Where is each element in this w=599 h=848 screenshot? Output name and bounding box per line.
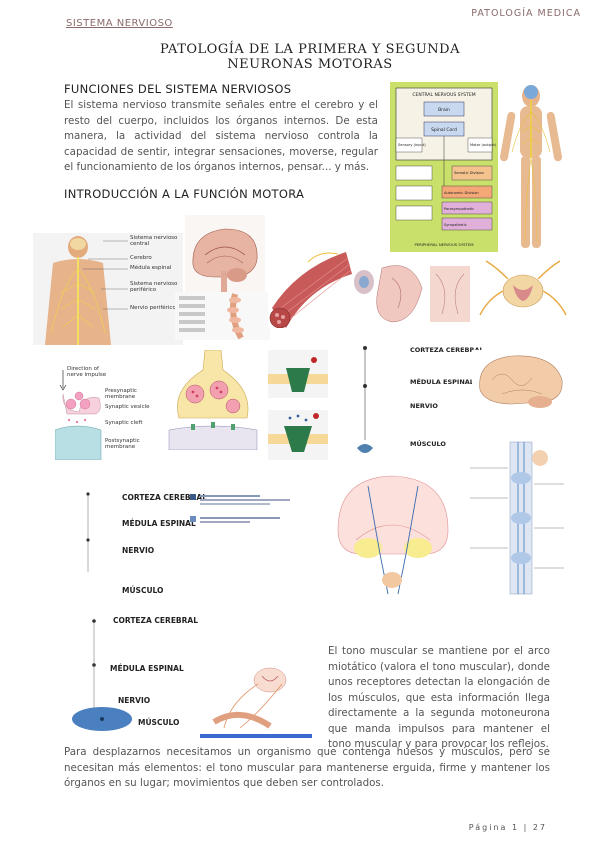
cns-brain: Brain [438,107,450,113]
page-title: PATOLOGÍA DE LA PRIMERA Y SEGUNDA NEURON… [159,42,460,72]
pathway-legend [190,494,290,523]
body-label-snc: Sistema nervioso central [130,235,178,247]
synapse-label-direction: Direction of nerve impulse [67,366,107,378]
body-label-medula: Médula espinal [130,265,172,271]
motor-pathway-brain-figure [328,470,458,595]
pathway3-nervio: NERVIO [118,696,151,705]
reflex-arc-figure [200,662,312,738]
pathway2-musculo: MÚSCULO [122,586,164,595]
cns-somatic: Somatic Division [454,171,484,175]
section-text-funciones: El sistema nervioso transmite señales en… [64,99,378,173]
page-number: Página 1 | 27 [468,823,547,832]
synapse-label-postsynaptic: Postsynaptic membrane [105,438,140,450]
human-nervous-figure [500,85,562,248]
spinal-tracts-figure [460,438,570,598]
pns-label: PERIPHERAL NERVOUS SYSTEM [414,242,473,247]
pathway2-nervio: NERVIO [122,546,155,555]
cns-sympathetic: Sympathetic [444,223,467,227]
muscle-fiber-figure [268,248,352,328]
pathway1-musculo: MÚSCULO [410,440,446,448]
final-paragraph: Para desplazarnos necesitamos un organis… [64,746,550,789]
synapse-label-presynaptic: Presynaptic membrane [105,388,137,400]
pathway3-diagram [92,619,96,715]
brain-coronal-figure [352,258,472,326]
header-subject: PATOLOGÍA MEDICA [471,8,581,19]
brain-lateral-figure [472,350,572,416]
cns-diagram: CENTRAL NERVOUS SYSTEM Brain Spinal Cord… [390,82,498,252]
muscle-ellipse-figure [72,707,132,731]
cns-parasym: Parasympathetic [444,207,474,211]
section-heading-introduccion: INTRODUCCIÓN A LA FUNCIÓN MOTORA [64,187,305,201]
cns-sensory: Sensory (input) [398,143,426,147]
cns-autonomic: Autonomic Division [444,191,479,195]
pathway3-medula: MÉDULA ESPINAL [110,664,184,673]
synapse-label-cleft: Synaptic cleft [105,420,143,426]
pathway2-corteza: CORTEZA CEREBRAL [122,493,208,502]
ion-channel-figure [268,350,328,460]
synaptic-terminal-figure [165,350,260,450]
body-nervous-figure: Sistema nervioso central Cerebro Médula … [33,233,183,345]
cns-spinal: Spinal Cord [431,127,457,133]
spinal-cord-figure [175,292,270,340]
body-label-nervio: Nervio periférico [130,305,176,311]
pathway2-diagram [86,492,90,572]
body-label-cerebro: Cerebro [130,255,152,261]
body-label-snp: Sistema nervioso periférico [130,281,178,293]
tono-muscular-text: El tono muscular se mantiene por el arco… [328,645,550,750]
synapse-label-vesicle: Synaptic vesicle [105,404,150,410]
cns-title: CENTRAL NERVOUS SYSTEM [412,92,475,98]
pathway3-corteza: CORTEZA CEREBRAL [113,616,199,625]
pathway1-diagram [357,346,373,453]
section-heading-funciones: FUNCIONES DEL SISTEMA NERVIOSOS [64,82,292,96]
brain-sagittal-figure [185,215,265,295]
spinal-cross-section-figure [478,255,568,327]
header-section: SISTEMA NERVIOSO [66,18,173,29]
synapse-figure: Direction of nerve impulse Presynaptic m… [55,360,155,460]
pathway1-corteza: CORTEZA CEREBRAL [410,346,484,354]
pathway2-medula: MÉDULA ESPINAL [122,519,196,528]
cns-motor: Motor (output) [470,143,497,147]
pathway1-nervio: NERVIO [410,402,438,410]
pathway3-musculo: MÚSCULO [138,718,180,727]
pathway1-medula: MÉDULA ESPINAL [410,378,474,386]
